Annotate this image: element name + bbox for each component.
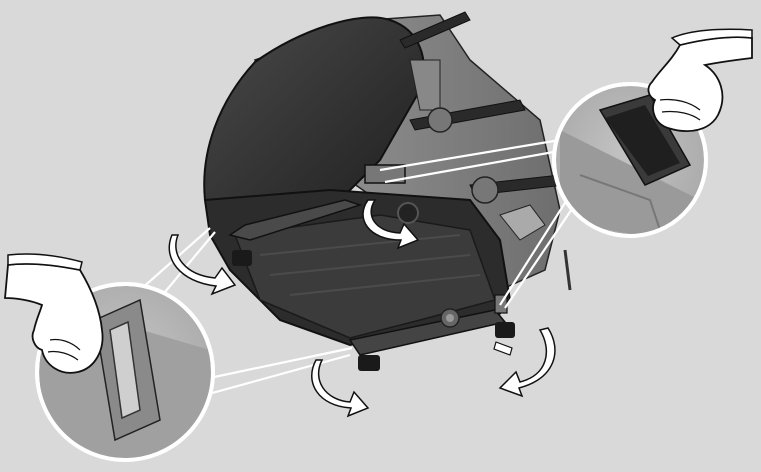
hand-icon-left	[4, 253, 104, 374]
foot	[232, 250, 252, 266]
bottom-right-arrow	[498, 327, 556, 398]
bottom-left-arrow	[311, 359, 370, 418]
handles	[399, 11, 572, 291]
callout-lines	[139, 138, 579, 397]
foot	[358, 355, 380, 371]
latch-slot	[364, 164, 406, 184]
center-arrow	[362, 199, 420, 250]
foot	[495, 322, 515, 338]
appliance-body	[203, 14, 561, 371]
left-arrow	[493, 341, 513, 356]
hand-icon-top-right	[647, 28, 753, 132]
top-left-arrow	[168, 234, 237, 296]
